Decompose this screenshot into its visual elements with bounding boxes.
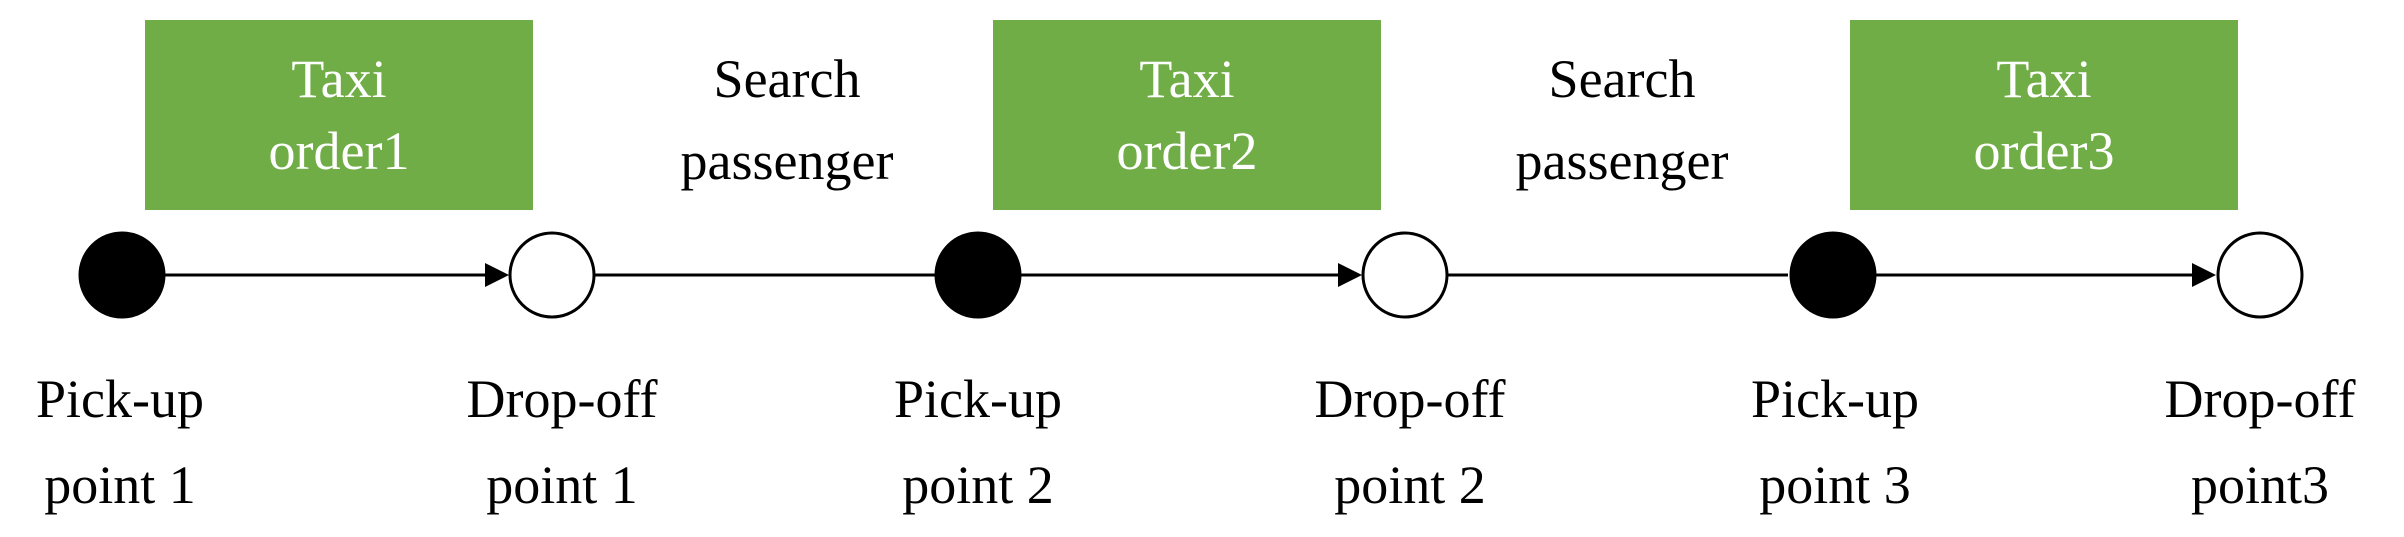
drop-off-point-3-marker — [2216, 231, 2304, 319]
pick-up-point-1-line2: point 1 — [44, 455, 196, 515]
pick-up-point-3-label: Pick-up point 3 — [1695, 356, 1975, 528]
pick-up-point-1-line1: Pick-up — [36, 369, 204, 429]
drop-off-point-1-line2: point 1 — [486, 455, 638, 515]
order-box-2: Taxi order2 — [993, 20, 1381, 210]
pick-up-point-2-line1: Pick-up — [894, 369, 1062, 429]
drop-off-point-2-line1: Drop-off — [1314, 369, 1506, 429]
drop-off-point-1-label: Drop-off point 1 — [422, 356, 702, 528]
order-box-3: Taxi order3 — [1850, 20, 2238, 210]
pick-up-point-2-label: Pick-up point 2 — [838, 356, 1118, 528]
pick-up-point-1-label: Pick-up point 1 — [0, 356, 260, 528]
search-passenger-2-line1: Search — [1548, 49, 1696, 109]
drop-off-point-1-line1: Drop-off — [466, 369, 658, 429]
order-box-3-line2: order3 — [1973, 121, 2115, 181]
pick-up-point-2-line2: point 2 — [902, 455, 1054, 515]
search-passenger-label-2: Search passenger — [1472, 38, 1772, 202]
order-box-2-line2: order2 — [1116, 121, 1258, 181]
pick-up-point-2-marker — [934, 231, 1022, 319]
pick-up-point-1-marker — [78, 231, 166, 319]
search-passenger-1-line2: passenger — [680, 131, 894, 191]
drop-off-point-3-line2: point3 — [2190, 455, 2329, 515]
drop-off-point-1-marker — [508, 231, 596, 319]
drop-off-point-2-line2: point 2 — [1334, 455, 1486, 515]
drop-off-point-3-line1: Drop-off — [2164, 369, 2356, 429]
order-box-1-line1: Taxi — [291, 49, 387, 109]
search-passenger-label-1: Search passenger — [637, 38, 937, 202]
pick-up-point-3-line1: Pick-up — [1751, 369, 1919, 429]
drop-off-point-3-label: Drop-off point3 — [2120, 356, 2400, 528]
order-box-1: Taxi order1 — [145, 20, 533, 210]
order-box-3-line1: Taxi — [1996, 49, 2092, 109]
search-passenger-2-line2: passenger — [1515, 131, 1729, 191]
pick-up-point-3-line2: point 3 — [1759, 455, 1911, 515]
pick-up-point-3-marker — [1789, 231, 1877, 319]
order-box-2-line1: Taxi — [1139, 49, 1235, 109]
drop-off-point-2-label: Drop-off point 2 — [1270, 356, 1550, 528]
search-passenger-1-line1: Search — [713, 49, 861, 109]
drop-off-point-2-marker — [1361, 231, 1449, 319]
order-box-1-line2: order1 — [268, 121, 410, 181]
